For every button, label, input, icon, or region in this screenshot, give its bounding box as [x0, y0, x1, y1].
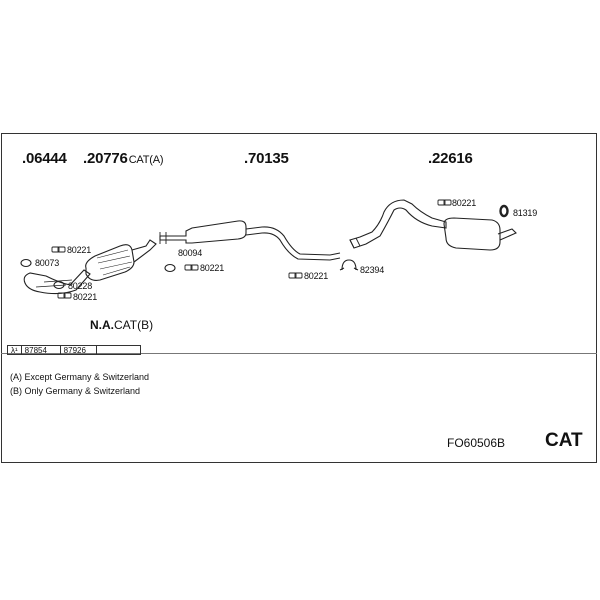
accessory-label[interactable]: 80221	[200, 263, 225, 273]
na-text: N.A.	[90, 318, 114, 332]
ref-symbol: λ¹	[8, 346, 22, 355]
gasket-icon	[184, 264, 199, 271]
accessory-label[interactable]: 80221	[73, 292, 98, 302]
part-suffix: CAT(A)	[128, 154, 164, 166]
note-line: (A) Except Germany & Switzerland	[10, 372, 150, 382]
gasket-icon	[288, 272, 303, 279]
rear-pipe-part[interactable]	[349, 199, 447, 249]
gasket-icon	[437, 199, 452, 206]
gasket-icon	[51, 246, 66, 253]
accessory-label[interactable]: 80221	[452, 198, 477, 208]
part-number[interactable]: .22616	[428, 150, 473, 167]
na-suffix: CAT(B)	[114, 318, 154, 332]
diagram-code: FO60506B	[447, 436, 506, 450]
part-number[interactable]: .70135	[244, 150, 289, 167]
middle-silencer-part[interactable]	[159, 220, 247, 244]
rear-silencer-part[interactable]	[443, 217, 501, 251]
ref-cell[interactable]: 87926	[61, 346, 97, 355]
part-number[interactable]: .06444	[22, 150, 67, 167]
part-number-text: .70135	[244, 150, 289, 167]
diagram-frame	[1, 133, 597, 463]
cat-badge: CAT	[545, 430, 583, 451]
part-number-text: .22616	[428, 150, 473, 167]
gasket-icon	[57, 292, 72, 299]
accessory-label[interactable]: 80094	[178, 248, 203, 258]
part-number-text: .06444	[22, 150, 67, 167]
note-line: (B) Only Germany & Switzerland	[10, 386, 141, 396]
part-number[interactable]: .20776CAT(A)	[83, 150, 164, 167]
accessory-label[interactable]: 80073	[35, 258, 60, 268]
accessory-label[interactable]: 80221	[304, 271, 329, 281]
ref-cell[interactable]: 87854	[22, 346, 61, 355]
accessory-label[interactable]: 82394	[360, 265, 385, 275]
na-label: N.A.CAT(B)	[90, 318, 153, 332]
reference-table: λ¹ 87854 87926	[7, 345, 141, 355]
part-number-text: .20776	[83, 150, 128, 167]
accessory-label[interactable]: 80228	[68, 281, 93, 291]
accessory-label[interactable]: 81319	[513, 208, 538, 218]
front-pipe-part[interactable]	[23, 269, 91, 295]
separator-line	[1, 353, 597, 354]
accessory-label[interactable]: 80221	[67, 245, 92, 255]
ref-cell[interactable]	[97, 346, 140, 354]
